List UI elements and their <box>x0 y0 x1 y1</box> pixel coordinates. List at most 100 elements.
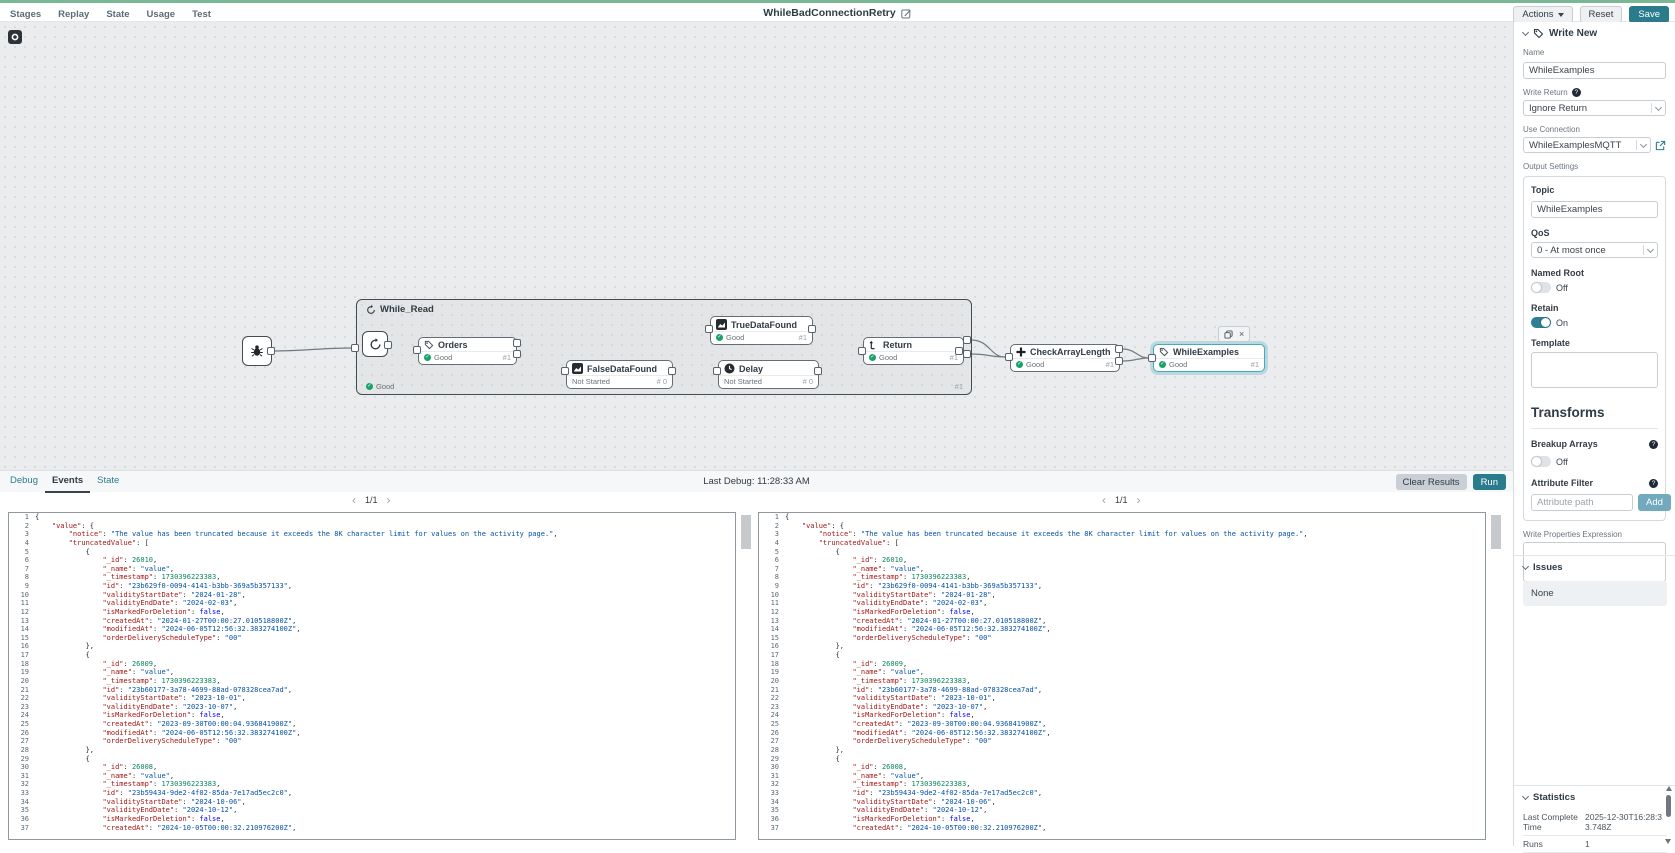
scrollbar-thumb[interactable] <box>1666 795 1671 817</box>
port[interactable] <box>963 336 971 344</box>
question-icon[interactable]: ? <box>1649 439 1658 449</box>
port[interactable] <box>1115 357 1123 365</box>
tab-events[interactable]: Events <box>45 471 91 493</box>
save-button[interactable]: Save <box>1629 6 1669 23</box>
json-editor-right[interactable]: 1{2 "value": {3 "notice": "The value has… <box>758 512 1486 840</box>
port[interactable] <box>814 367 822 375</box>
port[interactable] <box>413 346 421 354</box>
port[interactable] <box>668 367 676 375</box>
use-connection-select[interactable]: WhileExamplesMQTT <box>1523 137 1651 153</box>
code-line: 37 "createdAt": "2024-10-05T00:00:32.210… <box>20 823 297 832</box>
retain-toggle[interactable] <box>1531 317 1551 328</box>
port[interactable] <box>963 350 971 358</box>
port[interactable] <box>858 347 866 355</box>
port[interactable] <box>705 325 713 333</box>
clear-results-button[interactable]: Clear Results <box>1395 474 1467 490</box>
port[interactable] <box>713 367 721 375</box>
group-label: While_Read <box>380 304 434 315</box>
tab-state[interactable]: State <box>97 475 120 486</box>
node-title: CheckArrayLength <box>1030 347 1111 357</box>
editor-scrollbar[interactable] <box>739 512 753 840</box>
actions-button[interactable]: Actions <box>1513 6 1573 23</box>
scrollbar-thumb[interactable] <box>1491 515 1501 549</box>
code-line: 6 "_id": 26010, <box>774 556 908 565</box>
port[interactable] <box>561 367 569 375</box>
port[interactable] <box>513 339 521 347</box>
question-icon[interactable]: ? <box>1571 88 1581 97</box>
port[interactable] <box>955 347 963 355</box>
chevron-down-icon[interactable] <box>1521 792 1530 801</box>
nav-item-stages[interactable]: Stages <box>10 8 42 20</box>
status-good-icon: ✓ <box>1159 361 1166 368</box>
port[interactable] <box>808 325 816 333</box>
node-falsedatafound[interactable]: FalseDataFound Not Started# 0 <box>566 360 673 389</box>
add-button[interactable]: Add <box>1638 494 1671 511</box>
nav-item-state[interactable]: State <box>106 8 130 20</box>
node-orders[interactable]: Orders ✓Good#1 <box>418 337 517 365</box>
code-line: 31 "_name": "value", <box>770 771 925 780</box>
tab-debug[interactable]: Debug <box>10 475 38 486</box>
port[interactable] <box>384 341 392 349</box>
code-line: 36 "isMarkedForDeletion": false, <box>770 814 975 823</box>
chevron-down-icon[interactable] <box>1521 562 1530 571</box>
port[interactable] <box>1115 345 1123 353</box>
chevron-down-icon <box>1639 140 1648 148</box>
scroll-down-icon[interactable] <box>1665 839 1671 844</box>
node-count: #1 <box>1105 360 1114 369</box>
chevron-down-icon[interactable] <box>1521 28 1530 37</box>
node-status: Good <box>726 333 745 342</box>
scroll-up-icon[interactable] <box>1665 786 1672 791</box>
port[interactable] <box>1005 353 1013 361</box>
json-editor-left[interactable]: 1{2 "value": {3 "notice": "The value has… <box>8 512 736 840</box>
nav-item-test[interactable]: Test <box>192 8 211 20</box>
topic-input[interactable] <box>1531 201 1658 218</box>
template-textarea[interactable] <box>1531 352 1658 388</box>
reset-button[interactable]: Reset <box>1579 6 1623 23</box>
nav-item-usage[interactable]: Usage <box>146 8 176 20</box>
status-good-icon: ✓ <box>1016 361 1023 368</box>
node-checkarraylength[interactable]: CheckArrayLength ✓Good#1 <box>1010 344 1120 372</box>
breakup-arrays-toggle[interactable] <box>1531 456 1551 467</box>
code-line: 27 "orderDeliveryScheduleType": "00" <box>20 737 242 746</box>
close-icon[interactable]: × <box>1239 328 1245 339</box>
named-root-label: Named Root <box>1531 268 1585 278</box>
run-button[interactable]: Run <box>1472 474 1506 490</box>
scrollbar-thumb[interactable] <box>741 515 751 549</box>
nav-item-replay[interactable]: Replay <box>58 8 90 20</box>
clock-icon <box>724 363 735 374</box>
page-indicator: 1/1 <box>1115 495 1128 505</box>
question-icon[interactable]: ? <box>1649 478 1658 488</box>
port[interactable] <box>351 344 359 352</box>
next-page-icon[interactable]: › <box>1136 493 1141 507</box>
node-whileexamples[interactable]: WhileExamples ✓Good#1 <box>1153 344 1265 372</box>
output-settings-group: Topic QoS 0 - At most once Named Root Of… <box>1523 176 1671 521</box>
editor-scrollbar[interactable] <box>1489 512 1503 840</box>
copy-icon[interactable] <box>1224 329 1233 339</box>
retain-label: Retain <box>1531 303 1559 313</box>
port[interactable] <box>513 350 521 358</box>
node-truedatafound[interactable]: TrueDataFound ✓Good#1 <box>710 316 813 345</box>
node-delay[interactable]: Delay Not Started# 0 <box>718 360 819 389</box>
edit-icon[interactable] <box>901 8 912 19</box>
name-input[interactable] <box>1523 62 1666 79</box>
next-page-icon[interactable]: › <box>386 493 391 507</box>
use-connection-label: Use Connection <box>1523 125 1580 134</box>
attribute-path-input[interactable] <box>1531 494 1633 511</box>
qos-select[interactable]: 0 - At most once <box>1531 242 1658 258</box>
flow-canvas[interactable]: While_Read ✓ Good #1 Orders ✓Good#1 <box>0 22 1513 470</box>
loop-iterator-node[interactable] <box>362 331 388 357</box>
write-properties-expression-textarea[interactable] <box>1523 542 1666 582</box>
statistics-scrollbar[interactable] <box>1664 786 1673 844</box>
code-line: 25 "createdAt": "2023-09-30T00:00:04.936… <box>770 720 1047 728</box>
named-root-toggle[interactable] <box>1531 282 1551 293</box>
node-return[interactable]: Return ✓Good#1 <box>863 337 964 365</box>
code-line: 25 "createdAt": "2023-09-30T00:00:04.936… <box>20 720 297 728</box>
status-good-icon: ✓ <box>716 334 723 341</box>
port[interactable] <box>1148 354 1156 362</box>
prev-page-icon[interactable]: ‹ <box>352 493 356 507</box>
external-link-icon[interactable] <box>1655 140 1666 151</box>
prev-page-icon[interactable]: ‹ <box>1102 493 1106 507</box>
replay-indicator-button[interactable] <box>8 30 22 44</box>
write-return-select[interactable]: Ignore Return <box>1523 100 1666 116</box>
port[interactable] <box>267 347 275 355</box>
